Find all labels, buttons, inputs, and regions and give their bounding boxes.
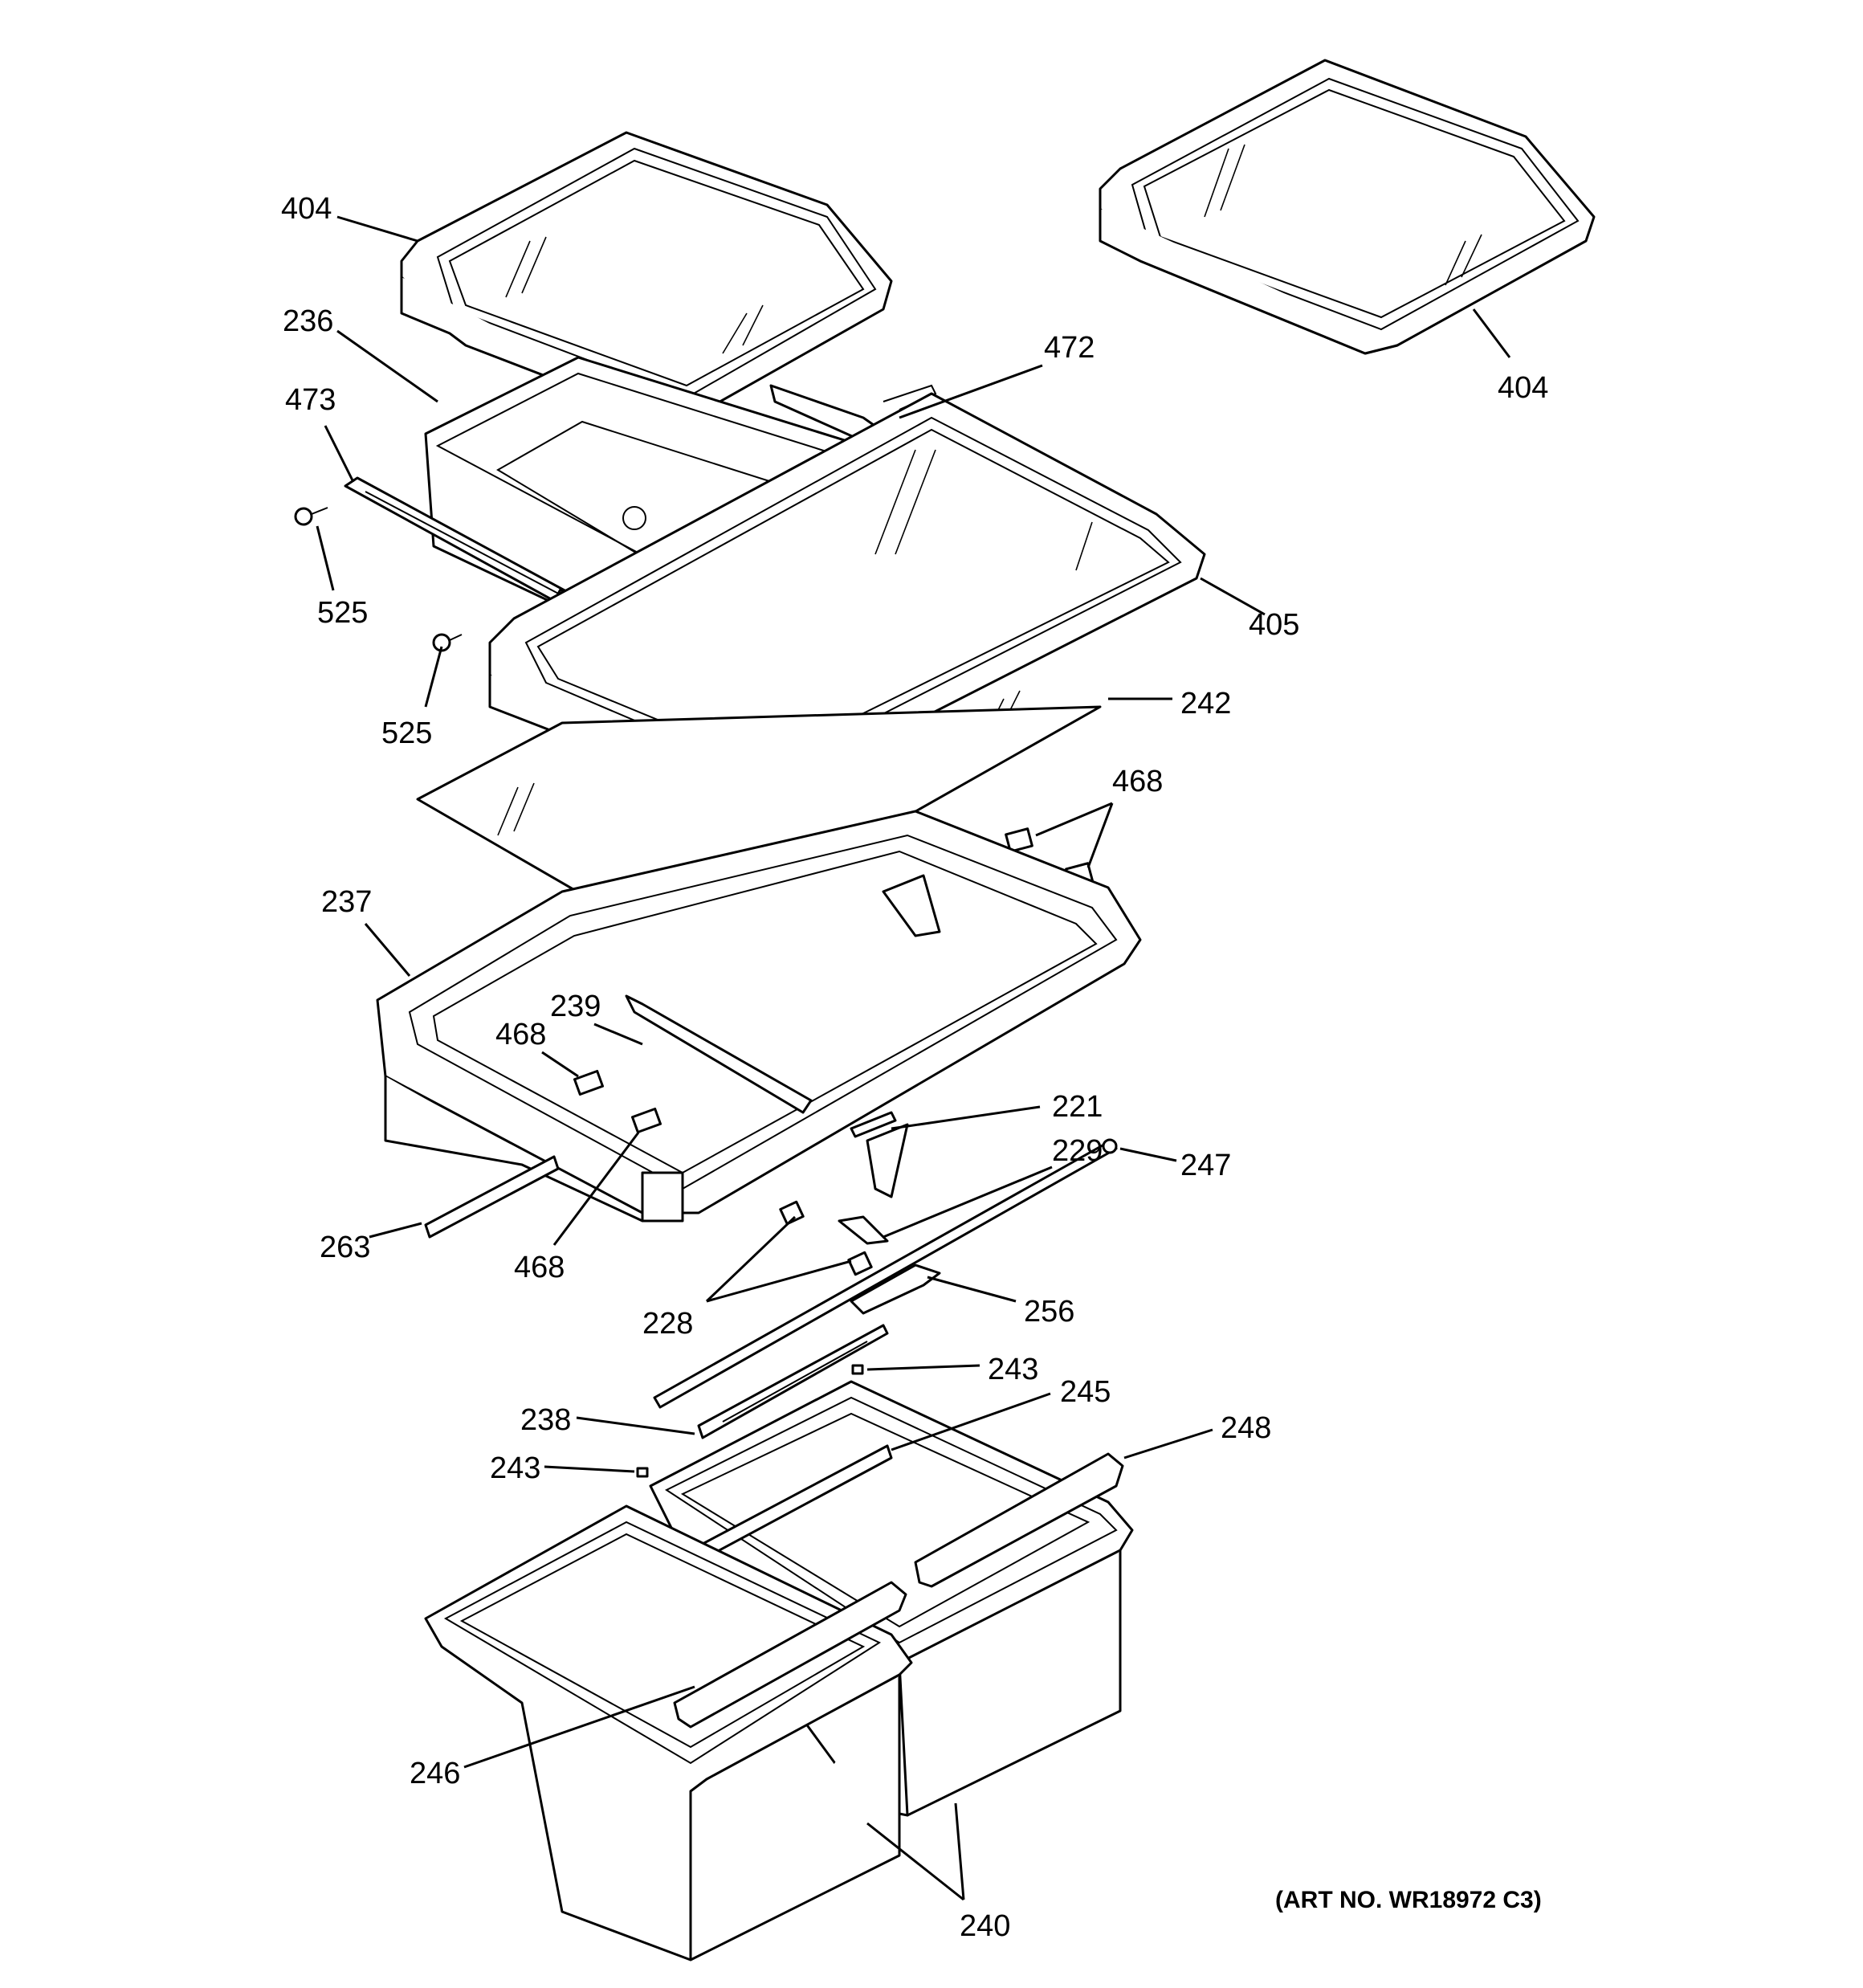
callout-236: 236 bbox=[283, 304, 333, 338]
slide-221 bbox=[850, 1111, 897, 1138]
callout-473: 473 bbox=[285, 383, 336, 417]
clip-468-d bbox=[630, 1107, 662, 1134]
callout-468-upper: 468 bbox=[1112, 765, 1163, 798]
callout-240: 240 bbox=[960, 1909, 1010, 1943]
slide-228-upper bbox=[779, 1200, 805, 1226]
rod-247 bbox=[653, 1138, 1118, 1409]
callout-242: 242 bbox=[1180, 687, 1231, 720]
callout-256: 256 bbox=[1024, 1295, 1074, 1329]
track-263 bbox=[424, 1155, 560, 1239]
callout-525-upper: 525 bbox=[317, 596, 368, 630]
callout-248: 248 bbox=[1221, 1411, 1271, 1445]
callout-246: 246 bbox=[410, 1757, 460, 1790]
pad-243-a bbox=[851, 1364, 864, 1375]
callout-237: 237 bbox=[321, 885, 372, 919]
cover-248 bbox=[914, 1452, 1124, 1588]
pan-240-left bbox=[424, 1504, 913, 1961]
callout-221: 221 bbox=[1052, 1090, 1103, 1124]
callout-243-upper: 243 bbox=[988, 1353, 1038, 1386]
callout-238: 238 bbox=[520, 1403, 571, 1437]
slide-229 bbox=[838, 1215, 889, 1245]
rail-238 bbox=[697, 1324, 889, 1439]
callout-405: 405 bbox=[1249, 608, 1299, 642]
callout-239: 239 bbox=[550, 990, 601, 1023]
callout-472: 472 bbox=[1044, 331, 1095, 365]
screw-525-upper bbox=[294, 507, 328, 526]
callout-243-lower: 243 bbox=[490, 1451, 540, 1485]
crisper-frame-237 bbox=[376, 810, 1142, 1223]
clip-468-c bbox=[573, 1069, 605, 1096]
callout-228: 228 bbox=[642, 1307, 693, 1341]
callout-229: 229 bbox=[1052, 1134, 1103, 1168]
shelf-404-right bbox=[1099, 59, 1596, 355]
slide-228-lower bbox=[847, 1251, 873, 1276]
screw-525-lower bbox=[432, 633, 463, 652]
callout-525-lower: 525 bbox=[381, 716, 432, 750]
callout-468-left: 468 bbox=[495, 1018, 546, 1051]
callout-468-lower: 468 bbox=[514, 1251, 565, 1284]
art-number: (ART NO. WR18972 C3) bbox=[1275, 1887, 1542, 1913]
clip-468-a bbox=[1005, 827, 1033, 853]
callout-245: 245 bbox=[1060, 1375, 1111, 1409]
callout-404-right: 404 bbox=[1498, 371, 1548, 405]
callout-263: 263 bbox=[320, 1231, 370, 1264]
leader-lines bbox=[316, 215, 1511, 1901]
pad-243-b bbox=[636, 1467, 649, 1478]
callout-247: 247 bbox=[1180, 1149, 1231, 1182]
callout-404-left: 404 bbox=[281, 192, 332, 226]
